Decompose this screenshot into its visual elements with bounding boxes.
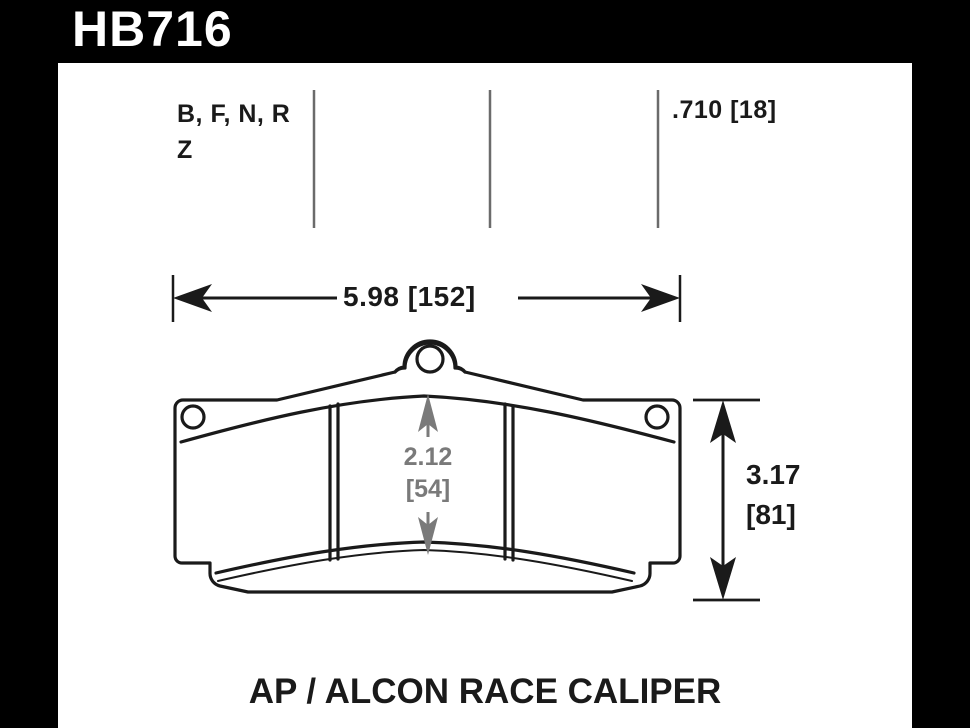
width-dimension-label: 5.98 [152] — [343, 281, 476, 312]
overall-height-inches: 3.17 — [746, 459, 801, 490]
center-height-millimeters: [54] — [405, 475, 451, 503]
center-height-dimension-label: 2.12 [54] — [398, 441, 458, 505]
thickness-dimension-label: .710 [18] — [672, 96, 777, 124]
compound-codes-line-1: B, F, N, R — [177, 100, 291, 128]
overall-height-dimension-label: 3.17 [81] — [746, 455, 801, 535]
page-title: HB716 — [72, 1, 233, 57]
center-height-inches: 2.12 — [403, 443, 453, 471]
overall-height-millimeters: [81] — [746, 499, 796, 530]
compound-codes: B, F, N, R Z — [177, 96, 290, 168]
caliper-caption: AP / ALCON RACE CALIPER — [248, 672, 722, 711]
compound-codes-line-2: Z — [177, 136, 193, 164]
